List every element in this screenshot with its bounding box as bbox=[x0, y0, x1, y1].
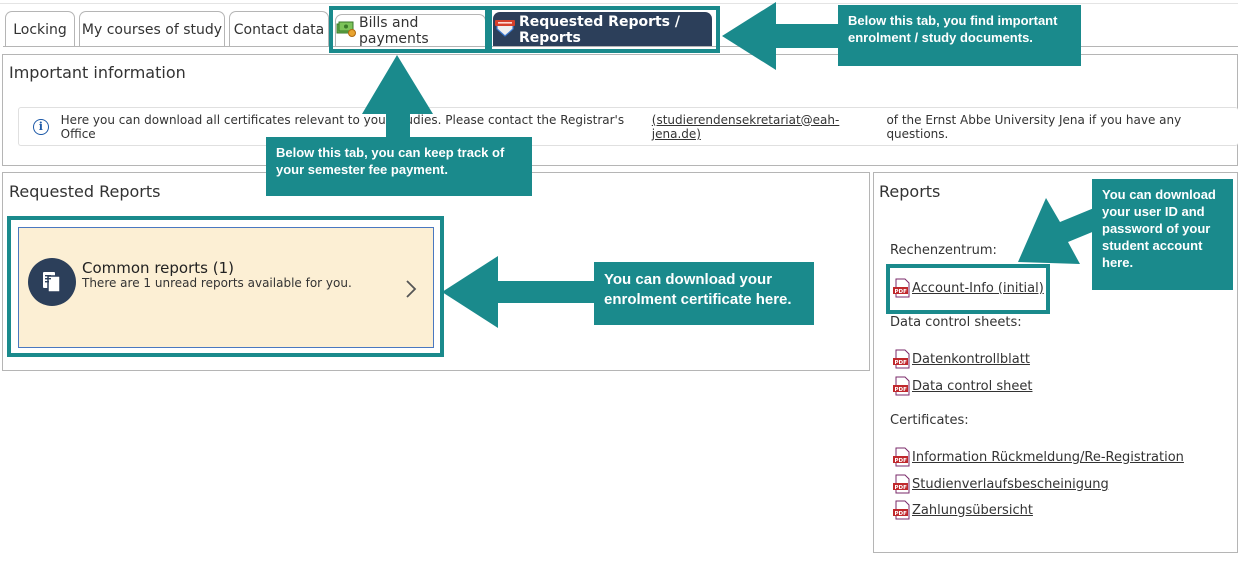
info-message-text: Here you can download all certificates r… bbox=[60, 112, 625, 141]
callout-payments-tab: Below this tab, you can keep track of yo… bbox=[266, 137, 532, 196]
callout-account: You can download your user ID and passwo… bbox=[1092, 179, 1233, 290]
tab-bar-baseline bbox=[3, 46, 1238, 47]
tab-label: My courses of study bbox=[81, 21, 223, 38]
report-link-label: Data control sheet bbox=[912, 378, 1033, 394]
card-subtitle: There are 1 unread reports available for… bbox=[82, 276, 352, 290]
tab-my-courses-of-study[interactable]: My courses of study bbox=[79, 11, 225, 47]
section-label-certificates: Certificates: bbox=[890, 413, 969, 428]
tab-locking[interactable]: Locking bbox=[5, 11, 75, 47]
pdf-icon: PDF bbox=[893, 447, 911, 467]
highlight-bills-tab bbox=[329, 6, 489, 53]
common-reports-card[interactable]: Common reports (1) There are 1 unread re… bbox=[18, 227, 434, 348]
tab-label: Bills and payments bbox=[359, 14, 429, 47]
report-link-label: Account-Info (initial) bbox=[912, 280, 1044, 296]
new-badge-icon bbox=[494, 19, 516, 41]
svg-text:PDF: PDF bbox=[895, 289, 908, 295]
section-label-data-control-sheets: Data control sheets: bbox=[890, 315, 1022, 330]
pdf-icon: PDF bbox=[893, 278, 911, 298]
tab-label: Locking bbox=[13, 21, 67, 38]
pdf-icon: PDF bbox=[893, 500, 911, 520]
chevron-right-icon bbox=[404, 278, 418, 306]
tab-requested-reports[interactable]: Requested Reports / Reports bbox=[493, 12, 712, 46]
registrar-email-link[interactable]: (studierendensekretariat@eah-jena.de) bbox=[651, 112, 840, 141]
tab-contact-data[interactable]: Contact data bbox=[229, 11, 329, 47]
svg-text:PDF: PDF bbox=[895, 360, 908, 366]
report-link-label: Studienverlaufsbescheinigung bbox=[912, 476, 1109, 492]
tab-bills-and-payments[interactable]: Bills and payments bbox=[335, 14, 486, 47]
svg-text:PDF: PDF bbox=[895, 458, 908, 464]
highlight-common-reports bbox=[7, 216, 444, 357]
tab-label: Contact data bbox=[233, 21, 325, 38]
svg-text:PDF: PDF bbox=[895, 485, 908, 491]
report-link-label: Information Rückmeldung/Re-Registration bbox=[912, 449, 1184, 465]
report-link-studienverlauf[interactable]: PDF Studienverlaufsbescheinigung bbox=[893, 474, 1109, 494]
info-message-text-end: of the Ernst Abbe University Jena if you… bbox=[886, 112, 1182, 141]
tab-label: Requested Reports / Reports bbox=[519, 13, 681, 46]
top-rule bbox=[0, 3, 1238, 4]
report-link-rueckmeldung[interactable]: PDF Information Rückmeldung/Re-Registrat… bbox=[893, 447, 1184, 467]
report-link-label: Datenkontrollblatt bbox=[912, 351, 1030, 367]
highlight-reports-tab bbox=[488, 6, 720, 53]
section-label-rechenzentrum: Rechenzentrum: bbox=[890, 243, 997, 258]
document-stack-icon bbox=[28, 258, 76, 306]
report-link-zahlungsuebersicht[interactable]: PDF Zahlungsübersicht bbox=[893, 500, 1033, 520]
report-link-datenkontrollblatt[interactable]: PDF Datenkontrollblatt bbox=[893, 349, 1030, 369]
money-icon bbox=[336, 21, 356, 41]
svg-text:PDF: PDF bbox=[895, 387, 908, 393]
pdf-icon: PDF bbox=[893, 474, 911, 494]
callout-enrolment: You can download your enrolment certific… bbox=[594, 262, 814, 325]
important-info-title: Important information bbox=[9, 63, 186, 82]
requested-reports-title: Requested Reports bbox=[9, 182, 161, 201]
card-title: Common reports (1) bbox=[82, 259, 234, 277]
info-icon: i bbox=[33, 118, 49, 135]
pdf-icon: PDF bbox=[893, 376, 911, 396]
report-link-label: Zahlungsübersicht bbox=[912, 502, 1033, 518]
svg-text:PDF: PDF bbox=[895, 511, 908, 517]
report-link-data-control-sheet[interactable]: PDF Data control sheet bbox=[893, 376, 1032, 396]
pdf-icon: PDF bbox=[893, 349, 911, 369]
reports-title: Reports bbox=[879, 182, 941, 201]
callout-documents-tab: Below this tab, you find important enrol… bbox=[838, 5, 1081, 66]
report-link-account-info[interactable]: PDF Account-Info (initial) bbox=[893, 278, 1044, 298]
info-message-box: i Here you can download all certificates… bbox=[18, 107, 1238, 146]
highlight-account-info bbox=[886, 264, 1050, 314]
